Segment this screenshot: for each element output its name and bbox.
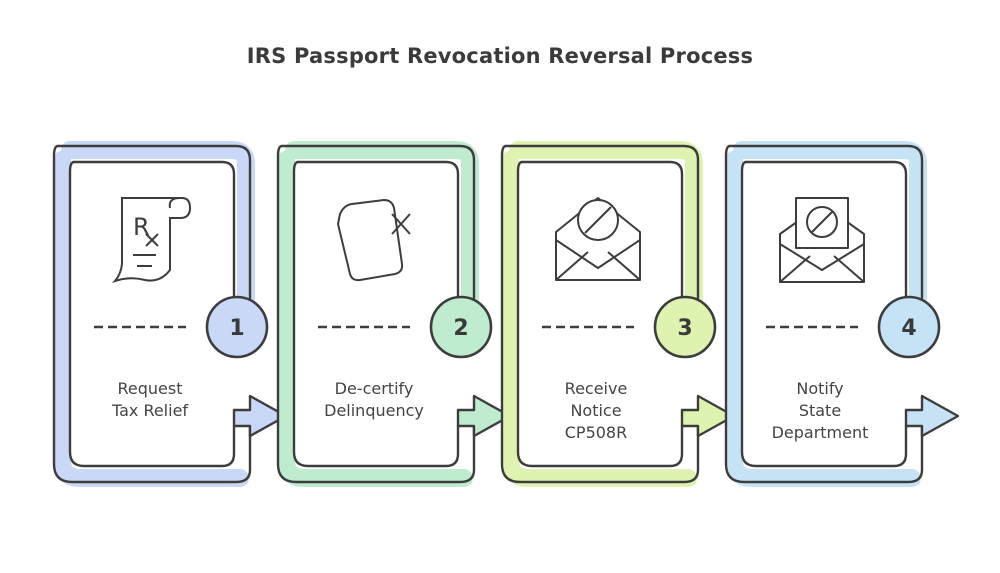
step-2-label-line-1: De-certify [334, 379, 414, 398]
step-4: 4 [724, 141, 960, 487]
svg-text:R: R [133, 213, 150, 241]
step-3-label-line-3: CP508R [564, 423, 628, 442]
step-1: 1 R [52, 141, 288, 487]
step-3: 3 [500, 141, 736, 487]
step-1-badge [205, 295, 269, 359]
step-4-badge [877, 295, 941, 359]
step-3-label-line-2: Notice [570, 401, 622, 420]
step-2-badge [429, 295, 493, 359]
step-2-number: 2 [453, 316, 468, 341]
prescription-icon: R [111, 197, 192, 284]
envelope-notice-icon [555, 197, 641, 281]
cancelled-document-icon [337, 199, 411, 282]
step-3-label: Receive Notice CP508R [521, 378, 671, 444]
step-4-label: Notify State Department [745, 378, 895, 444]
diagram-title: IRS Passport Revocation Reversal Process [246, 44, 754, 68]
step-4-label-line-1: Notify [796, 379, 844, 398]
step-4-label-line-3: Department [771, 423, 869, 442]
step-1-label-line-2: Tax Relief [111, 401, 189, 420]
step-2-label: De-certify Delinquency [299, 378, 449, 422]
step-1-label-line-1: Request [117, 379, 183, 398]
step-2-label-line-2: Delinquency [324, 401, 424, 420]
envelope-letter-icon [779, 197, 865, 283]
step-4-label-line-2: State [798, 401, 842, 420]
step-1-label: Request Tax Relief [75, 378, 225, 422]
step-3-badge [653, 295, 717, 359]
step-3-label-line-1: Receive [564, 379, 628, 398]
step-2: 2 [276, 141, 512, 487]
step-3-number: 3 [677, 316, 692, 341]
step-4-number: 4 [901, 316, 916, 341]
step-1-number: 1 [229, 316, 244, 341]
